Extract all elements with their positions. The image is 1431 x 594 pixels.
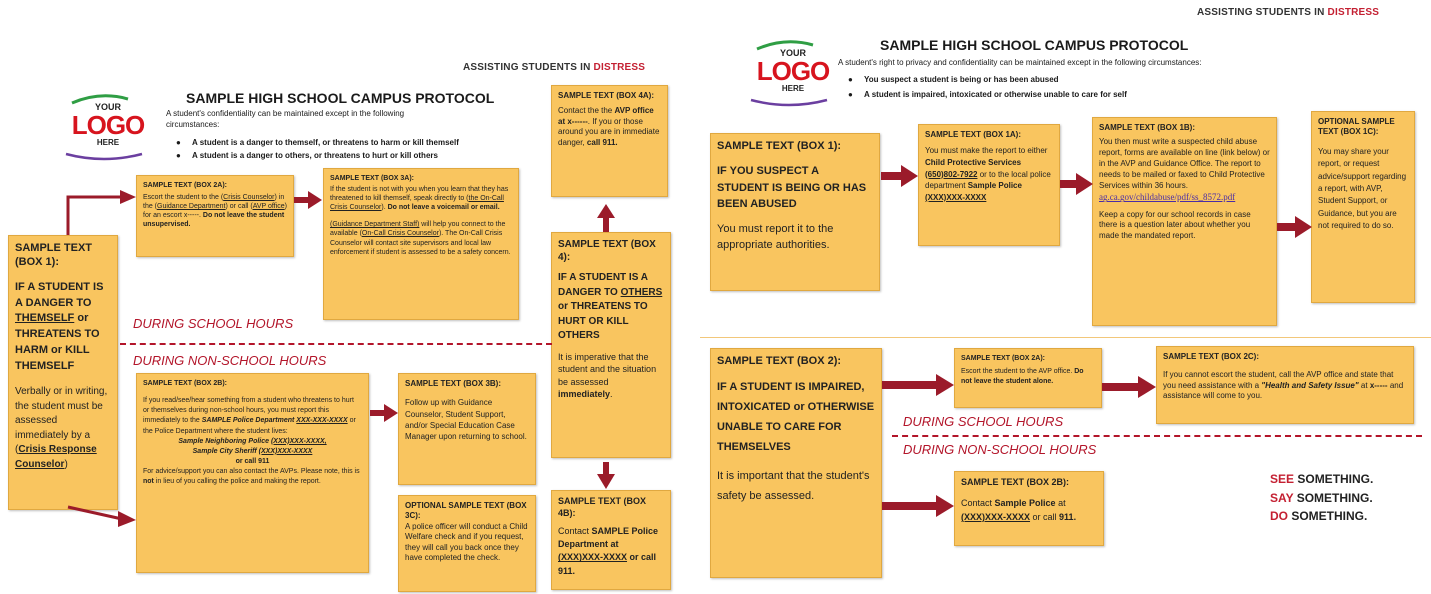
left-box-2a: SAMPLE TEXT (BOX 2A): Escort the student… (136, 175, 294, 257)
left-box-3b: SAMPLE TEXT (BOX 3B): Follow up with Gui… (398, 373, 536, 485)
left-box-4b: SAMPLE TEXT (BOX 4B): Contact SAMPLE Pol… (551, 490, 671, 590)
left-box-1: SAMPLE TEXT (BOX 1): IF A STUDENT IS A D… (8, 235, 118, 510)
arrow-box2-to-2a-icon (882, 374, 954, 396)
right-header: ASSISTING STUDENTS IN DISTRESS (1197, 7, 1380, 18)
left-box-4a: SAMPLE TEXT (BOX 4A): Contact the the AV… (551, 85, 668, 197)
right-box-2: SAMPLE TEXT (BOX 2): IF A STUDENT IS IMP… (710, 348, 882, 578)
left-box-3a: SAMPLE TEXT (BOX 3A): If the student is … (323, 168, 519, 320)
left-bullets: A student is a danger to themself, or th… (176, 137, 536, 163)
bullet-item: A student is a danger to themself, or th… (176, 137, 536, 150)
arrow-2a-to-3a-icon (294, 191, 322, 209)
arrow-box1-to-2a-icon (66, 190, 136, 235)
bullet-item: A student is a danger to others, or thre… (176, 150, 536, 163)
arrow-box2-to-2b-icon (882, 495, 954, 517)
right-page-title: SAMPLE HIGH SCHOOL CAMPUS PROTOCOL (880, 37, 1189, 53)
right-divider-dashed (892, 435, 1422, 437)
bullet-item: A student is impaired, intoxicated or ot… (848, 87, 1268, 102)
arrow-4-to-4a-icon (597, 204, 615, 232)
left-box-2b: SAMPLE TEXT (BOX 2B): If you read/see/he… (136, 373, 369, 573)
right-box-2c: SAMPLE TEXT (BOX 2C): If you cannot esco… (1156, 346, 1414, 424)
logo-swoosh-icon (71, 94, 129, 105)
left-divider-dashed (120, 343, 552, 345)
left-page-title: SAMPLE HIGH SCHOOL CAMPUS PROTOCOL (186, 90, 495, 106)
left-header: ASSISTING STUDENTS IN DISTRESS (463, 62, 646, 73)
arrow-box1-to-1a-icon (881, 165, 918, 187)
right-box-1c: OPTIONAL SAMPLE TEXT (BOX 1C): You may s… (1311, 111, 1415, 303)
logo-swoosh-icon (756, 40, 814, 51)
right-box-1b: SAMPLE TEXT (BOX 1B): You then must writ… (1092, 117, 1277, 326)
arrow-1a-to-1b-icon (1060, 173, 1093, 195)
right-box-1a: SAMPLE TEXT (BOX 1A): You must make the … (918, 124, 1060, 246)
childabuse-form-link[interactable]: ag.ca.gov/childabuse/pdf/ss_8572.pdf (1099, 192, 1236, 203)
arrow-2b-to-3b-icon (370, 404, 398, 422)
left-intro: A student's confidentiality can be maint… (166, 109, 405, 129)
arrow-1b-to-1c-icon (1277, 216, 1312, 238)
right-box-2a: SAMPLE TEXT (BOX 2A): Escort the student… (954, 348, 1102, 408)
arrow-box1-to-2b-icon (67, 505, 136, 527)
left-box-3c: OPTIONAL SAMPLE TEXT (BOX 3C): A police … (398, 495, 536, 592)
right-box-2b: SAMPLE TEXT (BOX 2B): Contact Sample Pol… (954, 471, 1104, 546)
right-logo: YOUR LOGO HERE (747, 40, 839, 107)
left-logo: YOUR LOGO HERE (62, 94, 154, 161)
right-intro: A student's right to privacy and confide… (838, 58, 1202, 67)
left-protocol-page: ASSISTING STUDENTS IN DISTRESS YOUR LOGO… (0, 0, 686, 594)
left-box-4: SAMPLE TEXT (BOX 4): IF A STUDENT IS A D… (551, 232, 671, 458)
right-during-school-hours: DURING SCHOOL HOURS (903, 414, 1064, 429)
right-bullets: You suspect a student is being or has be… (848, 72, 1268, 103)
logo-underline-icon (750, 98, 828, 107)
left-during-school-hours: DURING SCHOOL HOURS (133, 316, 294, 331)
arrow-2a-to-2c-icon (1102, 376, 1156, 398)
right-section-divider (700, 337, 1431, 338)
logo-underline-icon (65, 152, 143, 161)
bullet-item: You suspect a student is being or has be… (848, 72, 1268, 87)
see-say-do-slogan: SEE SOMETHING. SAY SOMETHING. DO SOMETHI… (1270, 472, 1374, 524)
left-during-non-school-hours: DURING NON-SCHOOL HOURS (133, 353, 327, 368)
arrow-4-to-4b-icon (597, 462, 615, 489)
right-during-non-school-hours: DURING NON-SCHOOL HOURS (903, 442, 1097, 457)
right-protocol-page: ASSISTING STUDENTS IN DISTRESS YOUR LOGO… (692, 0, 1431, 594)
right-box-1: SAMPLE TEXT (BOX 1): IF YOU SUSPECT A ST… (710, 133, 880, 291)
